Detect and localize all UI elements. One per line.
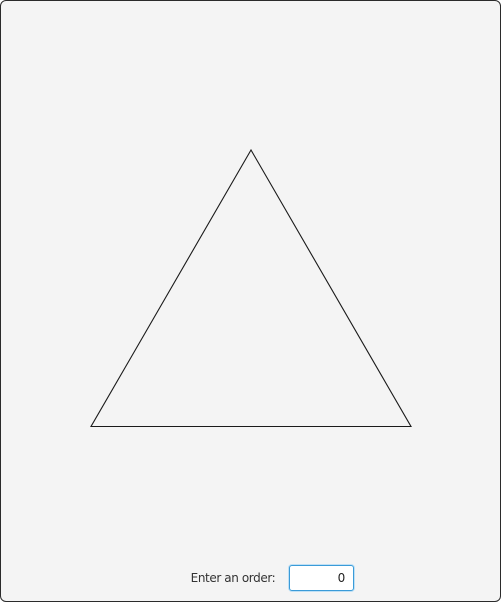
order-label: Enter an order: bbox=[190, 571, 276, 585]
sierpinski-drawing bbox=[90, 148, 412, 428]
order-control-bar: Enter an order: bbox=[1, 563, 500, 593]
drawing-canvas bbox=[1, 1, 500, 556]
order-input[interactable] bbox=[289, 565, 355, 591]
sierpinski-triangle-order-0 bbox=[90, 148, 412, 428]
